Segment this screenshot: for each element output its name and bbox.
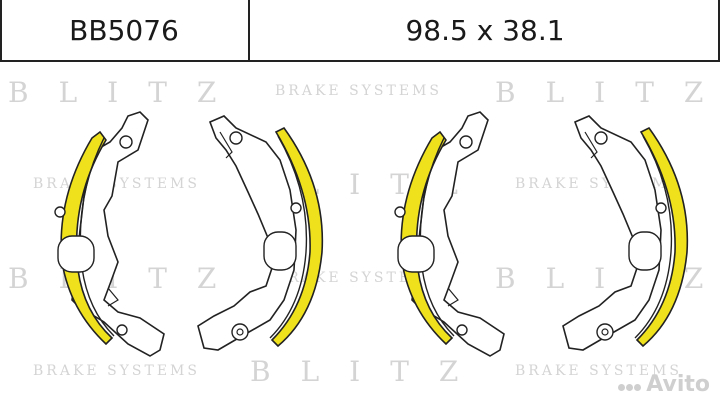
dimensions: 98.5 x 38.1 (405, 13, 565, 47)
table-border-left (0, 0, 2, 60)
tagline-watermark: BRAKE SYSTEMS (515, 363, 682, 379)
tagline-watermark: BRAKE SYSTEMS (33, 363, 200, 379)
table-border-right (718, 0, 720, 60)
table-divider (248, 0, 250, 60)
tagline-watermark: BRAKE SYSTEMS (275, 83, 442, 99)
avito-dots-icon (618, 372, 642, 397)
brake-shoe-right-2 (562, 115, 689, 351)
brand-watermark: BLITZ (495, 76, 720, 109)
avito-badge: Avito (618, 372, 710, 397)
avito-label: Avito (646, 372, 710, 397)
header-table: BB5076 98.5 x 38.1 (0, 0, 720, 62)
table-bottom-border (0, 60, 720, 62)
brake-shoe-right-1 (197, 115, 324, 351)
brake-shoes-drawing (54, 111, 689, 357)
brand-watermark: BLITZ (8, 76, 247, 109)
brand-watermark: BLITZ (250, 355, 489, 388)
part-number: BB5076 (69, 13, 179, 47)
brake-shoe-left-2 (394, 111, 505, 357)
brake-shoe-left-1 (54, 111, 165, 357)
